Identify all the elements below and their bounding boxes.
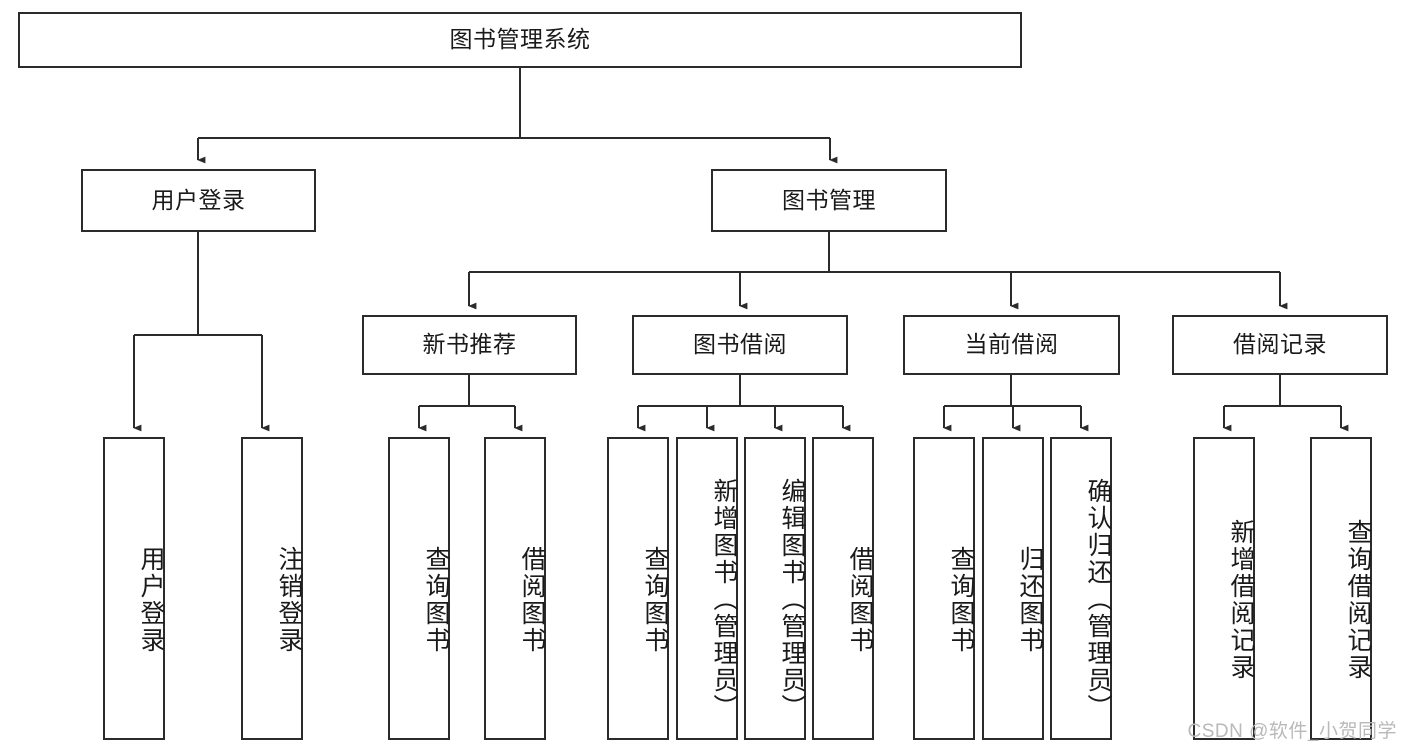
node-borrow-record[interactable]: 借阅记录: [1172, 315, 1388, 375]
leaf-logout[interactable]: 注销登录: [241, 437, 303, 740]
node-label: 图书管理系统: [449, 26, 591, 53]
node-label: 查询图书: [422, 545, 450, 654]
node-root-system[interactable]: 图书管理系统: [18, 12, 1022, 68]
node-book-borrow[interactable]: 图书借阅: [632, 315, 848, 375]
leaf-return-book[interactable]: 归还图书: [982, 437, 1044, 740]
node-current-borrow[interactable]: 当前借阅: [903, 315, 1120, 375]
node-label: 注销登录: [275, 545, 303, 654]
leaf-edit-book-admin[interactable]: 编辑图书（管理员）: [744, 437, 806, 740]
node-label: 借阅图书: [846, 545, 874, 654]
leaf-add-borrow-record[interactable]: 新增借阅记录: [1193, 437, 1255, 740]
node-label: 新增借阅记录: [1227, 518, 1255, 681]
leaf-borrow-query-book[interactable]: 查询图书: [607, 437, 669, 740]
node-label: 查询借阅记录: [1344, 518, 1372, 681]
node-label: 编辑图书（管理员）: [778, 478, 806, 721]
csdn-watermark: CSDN @软件_小贺同学: [1187, 721, 1397, 742]
node-user-login[interactable]: 用户登录: [81, 169, 316, 232]
leaf-current-query-book[interactable]: 查询图书: [913, 437, 975, 740]
node-label: 借阅图书: [518, 545, 546, 654]
leaf-add-book-admin[interactable]: 新增图书（管理员）: [676, 437, 738, 740]
node-label: 图书借阅: [693, 331, 787, 358]
node-label: 用户登录: [151, 186, 246, 213]
node-label: 新书推荐: [422, 331, 517, 358]
node-label: 当前借阅: [964, 331, 1059, 358]
node-label: 归还图书: [1016, 545, 1044, 654]
leaf-query-borrow-record[interactable]: 查询借阅记录: [1310, 437, 1372, 740]
node-book-manage[interactable]: 图书管理: [711, 169, 947, 232]
leaf-confirm-return-admin[interactable]: 确认归还（管理员）: [1050, 437, 1112, 740]
leaf-borrow-book[interactable]: 借阅图书: [812, 437, 874, 740]
node-label: 借阅记录: [1233, 331, 1327, 358]
node-new-book-recommend[interactable]: 新书推荐: [362, 315, 577, 375]
leaf-recommend-query-book[interactable]: 查询图书: [388, 437, 450, 740]
node-label: 查询图书: [641, 545, 669, 654]
leaf-user-login[interactable]: 用户登录: [103, 437, 165, 740]
node-label: 图书管理: [782, 186, 876, 213]
node-label: 用户登录: [137, 545, 165, 654]
leaf-recommend-borrow-book[interactable]: 借阅图书: [484, 437, 546, 740]
node-label: 查询图书: [947, 545, 975, 654]
node-label: 新增图书（管理员）: [710, 478, 738, 721]
node-label: 确认归还（管理员）: [1084, 478, 1112, 721]
